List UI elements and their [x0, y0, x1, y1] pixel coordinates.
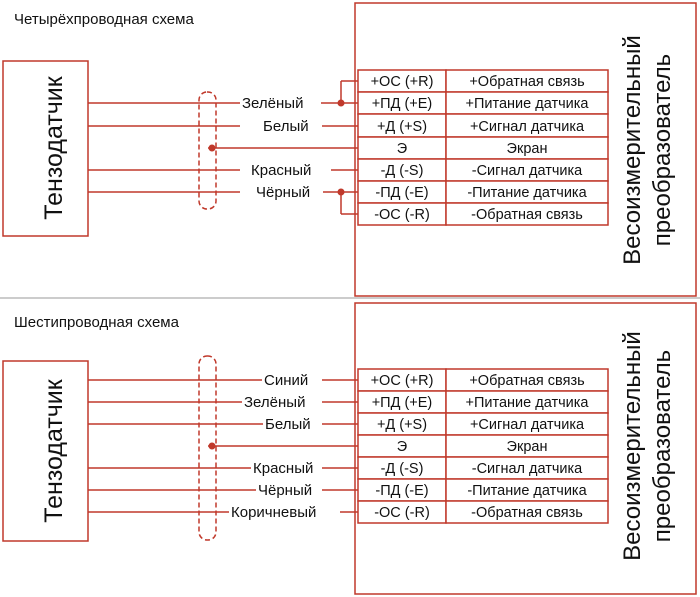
terminal-row: Э Экран [357, 434, 609, 458]
function-cell: +Питание датчика [466, 395, 590, 411]
terminal-cell: +Д (+S) [377, 119, 427, 135]
terminal-cell: +ПД (+E) [372, 395, 433, 411]
wire-label-white-six-wire: Белый [265, 416, 311, 433]
shield-junction-dot-four-wire [208, 144, 216, 152]
terminal-row: +ОС (+R) +Обратная связь [357, 368, 609, 392]
terminal-table-six-wire: +ОС (+R) +Обратная связь +ПД (+E) +Питан… [357, 368, 609, 524]
terminal-cell: -ОС (-R) [374, 207, 430, 223]
converter-label-four-wire-line2: преобразователь [649, 54, 676, 246]
function-cell: -Питание датчика [467, 483, 587, 499]
terminal-table-four-wire: +ОС (+R) +Обратная связь +ПД (+E) +Питан… [357, 69, 609, 226]
function-cell: -Питание датчика [467, 185, 587, 201]
function-cell: -Обратная связь [471, 505, 583, 521]
terminal-row: Э Экран [357, 136, 609, 160]
terminal-row: +ОС (+R) +Обратная связь [357, 69, 609, 93]
terminal-cell: Э [397, 141, 407, 157]
terminal-row: -Д (-S) -Сигнал датчика [357, 456, 609, 480]
terminal-row: -ПД (-E) -Питание датчика [357, 180, 609, 204]
jumper-dot-plus-four-wire [337, 99, 345, 107]
terminal-row: -Д (-S) -Сигнал датчика [357, 158, 609, 182]
terminal-cell: -Д (-S) [381, 163, 424, 179]
terminal-cell: -ПД (-E) [375, 185, 428, 201]
wire-label-green-four-wire: Зелёный [242, 95, 303, 112]
terminal-row: -ОС (-R) -Обратная связь [357, 202, 609, 226]
wire-label-blue-six-wire: Синий [264, 372, 308, 389]
wire-label-brown-six-wire: Коричневый [231, 504, 316, 521]
terminal-cell: +Д (+S) [377, 417, 427, 433]
function-cell: -Обратная связь [471, 207, 583, 223]
wire-label-red-four-wire: Красный [251, 162, 311, 179]
terminal-cell: -ПД (-E) [375, 483, 428, 499]
six-wire-section: Шестипроводная схема Тензодатчик Весоизм… [2, 302, 697, 595]
terminal-row: -ОС (-R) -Обратная связь [357, 500, 609, 524]
wire-label-red-six-wire: Красный [253, 460, 313, 477]
function-cell: Экран [507, 439, 548, 455]
function-cell: +Сигнал датчика [470, 417, 585, 433]
wire-label-black-six-wire: Чёрный [258, 482, 312, 499]
function-cell: +Питание датчика [466, 96, 590, 112]
sensor-label-four-wire: Тензодатчик [40, 75, 68, 219]
four-wire-section: Четырёхпроводная схема Тензодатчик Весои… [2, 2, 697, 297]
terminal-row: +ПД (+E) +Питание датчика [357, 91, 609, 115]
function-cell: Экран [507, 141, 548, 157]
converter-label-six-wire-line2: преобразователь [649, 350, 676, 542]
sensor-label-six-wire: Тензодатчик [40, 378, 68, 522]
terminal-cell: +ПД (+E) [372, 96, 433, 112]
sensor-box-four-wire [2, 60, 89, 237]
terminal-row: +ПД (+E) +Питание датчика [357, 390, 609, 414]
four-wire-title: Четырёхпроводная схема [14, 11, 194, 28]
shield-junction-dot-six-wire [208, 442, 216, 450]
wire-label-black-four-wire: Чёрный [256, 184, 310, 201]
function-cell: -Сигнал датчика [472, 461, 583, 477]
terminal-cell: -Д (-S) [381, 461, 424, 477]
function-cell: -Сигнал датчика [472, 163, 583, 179]
function-cell: +Обратная связь [469, 373, 584, 389]
sensor-box-six-wire [2, 360, 89, 542]
function-cell: +Обратная связь [469, 74, 584, 90]
converter-box-four-wire [354, 2, 697, 297]
converter-label-four-wire-line1: Весоизмерительный [619, 35, 646, 265]
terminal-row: +Д (+S) +Сигнал датчика [357, 113, 609, 138]
cable-shield-six-wire [198, 355, 217, 541]
terminal-cell: -ОС (-R) [374, 505, 430, 521]
cable-shield-four-wire [198, 91, 217, 210]
wire-label-white-four-wire: Белый [263, 118, 309, 135]
jumper-dot-minus-four-wire [337, 188, 345, 196]
terminal-row: +Д (+S) +Сигнал датчика [357, 412, 609, 436]
six-wire-title: Шестипроводная схема [14, 314, 180, 331]
terminal-row: -ПД (-E) -Питание датчика [357, 478, 609, 502]
wire-label-green-six-wire: Зелёный [244, 394, 305, 411]
terminal-cell: +ОС (+R) [371, 74, 434, 90]
function-cell: +Сигнал датчика [470, 119, 585, 135]
terminal-cell: +ОС (+R) [371, 373, 434, 389]
converter-box-six-wire [354, 302, 697, 595]
converter-label-six-wire-line1: Весоизмерительный [619, 331, 646, 561]
terminal-cell: Э [397, 439, 407, 455]
